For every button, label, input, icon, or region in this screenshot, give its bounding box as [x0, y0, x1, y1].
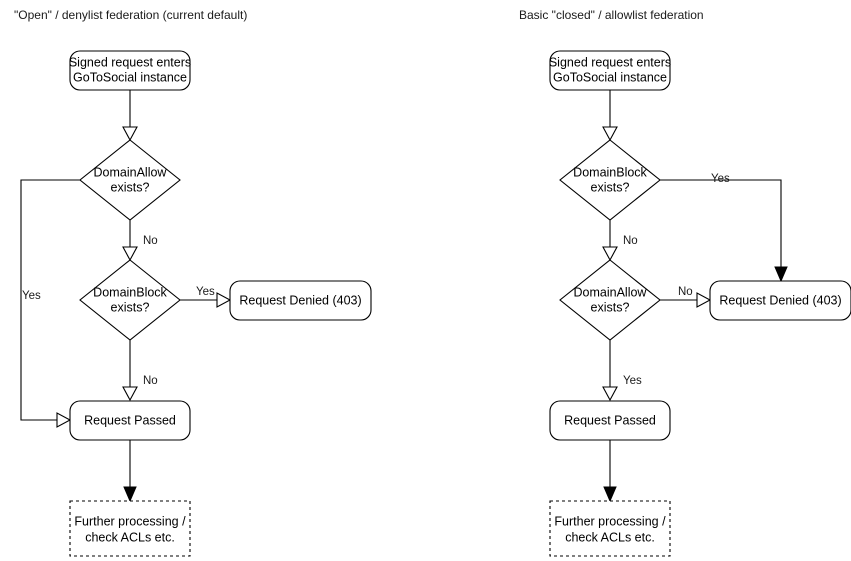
node-request-passed-left-label: Request Passed [84, 413, 176, 427]
node-further-processing-right-line2: check ACLs etc. [565, 530, 655, 544]
edge-entry-to-domainallow-left [122, 90, 138, 142]
node-decision-domainallow-right[interactable]: DomainAllow exists? [559, 259, 661, 341]
edge-domainallow-yes-left: Yes [20, 179, 80, 428]
arrowhead-open-icon [122, 126, 138, 142]
node-further-processing-left-line2: check ACLs etc. [85, 530, 175, 544]
edge-label-domainallow-no-left: No [143, 235, 158, 247]
node-further-processing-right[interactable]: Further processing / check ACLs etc. [549, 500, 671, 557]
arrowhead-open-icon [122, 246, 138, 262]
node-request-passed-left[interactable]: Request Passed [69, 400, 191, 441]
node-further-processing-right-shape [549, 500, 671, 557]
node-further-processing-left-line1: Further processing / [74, 514, 186, 528]
edge-passed-to-further-left [123, 440, 137, 503]
edge-domainallow-yes-right: Yes [602, 340, 642, 402]
arrowhead-filled-icon [123, 486, 137, 503]
edge-domainblock-yes-left: Yes [180, 286, 232, 308]
node-decision-domainallow-left[interactable]: DomainAllow exists? [79, 139, 181, 221]
node-further-processing-right-line1: Further processing / [554, 514, 666, 528]
node-further-processing-left-shape [69, 500, 191, 557]
edge-domainblock-no-left: No [122, 340, 158, 402]
edge-domainblock-yes-right: Yes [660, 173, 788, 283]
arrowhead-filled-icon [774, 266, 788, 283]
node-further-processing-left[interactable]: Further processing / check ACLs etc. [69, 500, 191, 557]
edge-label-domainblock-no-right: No [623, 235, 638, 247]
edge-label-domainallow-yes-left: Yes [22, 290, 41, 302]
edge-label-domainallow-yes-right: Yes [623, 375, 642, 387]
node-decision-domainallow-right-line1: DomainAllow [574, 285, 648, 299]
arrowhead-open-icon [696, 292, 712, 308]
arrowhead-open-icon [602, 126, 618, 142]
column-title-closed-allowlist: Basic "closed" / allowlist federation [519, 8, 704, 22]
edge-label-domainblock-yes-right: Yes [711, 173, 730, 185]
arrowhead-open-icon [602, 386, 618, 402]
edge-label-domainallow-no-right: No [678, 286, 693, 298]
edge-domainallow-no-left: No [122, 220, 158, 262]
column-closed-allowlist: Basic "closed" / allowlist federation Si… [519, 8, 851, 557]
arrowhead-open-icon [216, 292, 232, 308]
edge-label-domainblock-yes-left: Yes [196, 286, 215, 298]
node-entry-right[interactable]: Signed request enters GoToSocial instanc… [549, 50, 671, 91]
column-open-denylist: "Open" / denylist federation (current de… [14, 8, 372, 557]
node-request-denied-left[interactable]: Request Denied (403) [229, 280, 372, 321]
node-entry-left-line1: Signed request enters [69, 55, 191, 69]
node-decision-domainblock-left-line2: exists? [111, 300, 150, 314]
node-request-denied-right-shape [709, 280, 851, 321]
node-decision-domainallow-left-line2: exists? [111, 180, 150, 194]
column-title-open-denylist: "Open" / denylist federation (current de… [14, 8, 247, 22]
node-request-denied-left-label: Request Denied (403) [239, 293, 361, 307]
node-entry-right-line1: Signed request enters [549, 55, 671, 69]
node-entry-left-line2: GoToSocial instance [73, 70, 187, 84]
edge-label-domainblock-no-left: No [143, 375, 158, 387]
arrowhead-filled-icon [603, 486, 617, 503]
node-request-denied-right[interactable]: Request Denied (403) [709, 280, 851, 321]
node-request-denied-right-label: Request Denied (403) [719, 293, 841, 307]
arrowhead-open-icon [56, 412, 72, 428]
edge-passed-to-further-right [603, 440, 617, 503]
node-decision-domainblock-right[interactable]: DomainBlock exists? [559, 139, 661, 221]
node-decision-domainblock-right-line1: DomainBlock [573, 165, 647, 179]
edge-domainblock-no-right: No [602, 220, 638, 262]
edge-entry-to-domainblock-right [602, 90, 618, 142]
node-decision-domainblock-left[interactable]: DomainBlock exists? [79, 259, 181, 341]
node-decision-domainallow-left-line1: DomainAllow [94, 165, 168, 179]
arrowhead-open-icon [602, 246, 618, 262]
node-request-passed-right[interactable]: Request Passed [549, 400, 671, 441]
node-entry-right-line2: GoToSocial instance [553, 70, 667, 84]
edge-domainallow-no-right: No [660, 286, 712, 308]
arrowhead-open-icon [122, 386, 138, 402]
node-decision-domainallow-right-line2: exists? [591, 300, 630, 314]
node-entry-left[interactable]: Signed request enters GoToSocial instanc… [69, 50, 191, 91]
node-request-passed-right-label: Request Passed [564, 413, 656, 427]
node-request-denied-left-shape [229, 280, 372, 321]
node-decision-domainblock-right-line2: exists? [591, 180, 630, 194]
node-decision-domainblock-left-line1: DomainBlock [93, 285, 167, 299]
